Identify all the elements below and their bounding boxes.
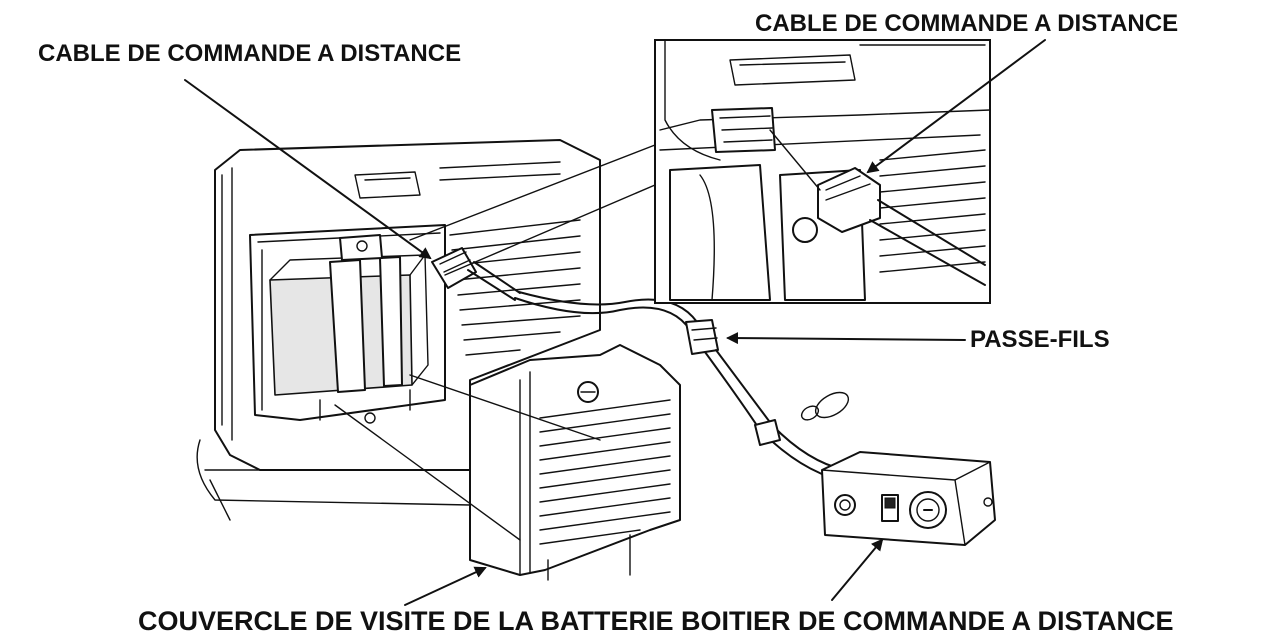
remote-control-box [821,451,996,546]
arrow-cover [404,566,487,606]
label-grommet: PASSE-FILS [970,326,1110,353]
body-grille [449,219,581,356]
remote-cable [514,291,850,481]
label-bottom-caption: COUVERCLE DE VISITE DE LA BATTERIE BOITI… [138,606,1174,636]
arrow-cable-right [866,39,1046,174]
arrow-remote-box [831,538,884,601]
cover-louvers [539,399,671,545]
detail-inset [409,39,991,304]
label-remote-cable-left: CABLE DE COMMANDE A DISTANCE [38,40,462,67]
battery-access-cover [469,344,681,581]
cover-alignment-line-2 [409,374,601,441]
cover-alignment-line [334,404,521,541]
callout-arrows [184,39,1046,606]
body-connector [431,247,521,301]
arrow-cable-left [184,79,432,260]
arrow-grommet [726,332,966,345]
label-remote-cable-right: CABLE DE COMMANDE A DISTANCE [755,10,1179,37]
battery-compartment [249,224,446,424]
